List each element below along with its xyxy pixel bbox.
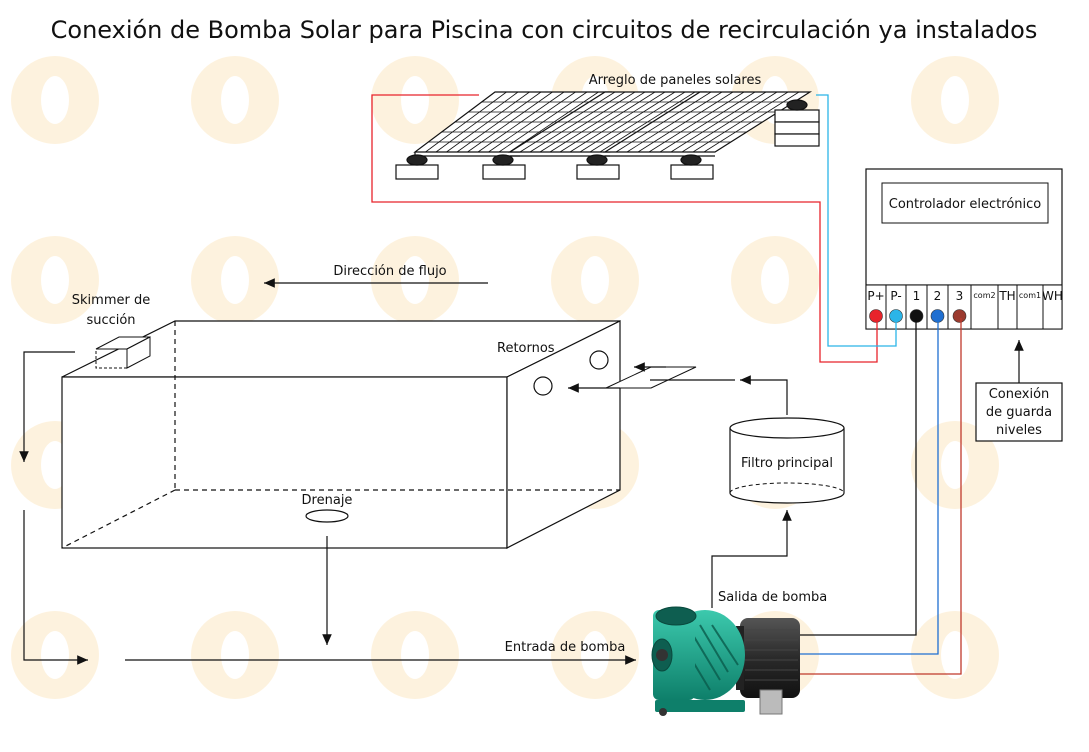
watermark-logo — [191, 56, 279, 144]
filter-label: Filtro principal — [741, 456, 833, 471]
terminal-wh: WH — [1042, 284, 1063, 330]
terminal-label: 1 — [913, 289, 921, 303]
controller-label: Controlador electrónico — [889, 197, 1042, 212]
terminal-connector-dot — [952, 309, 967, 323]
watermark-logo — [731, 236, 819, 324]
solar-panel-3 — [602, 91, 813, 157]
return-port-1 — [533, 376, 553, 396]
return-port-2 — [589, 350, 609, 370]
solar-panel-2 — [507, 91, 708, 157]
skimmer: Skimmer de succión — [72, 293, 151, 369]
watermark-logo — [11, 56, 99, 144]
pool-pump — [651, 606, 800, 716]
main-filter: Filtro principal — [729, 417, 845, 504]
watermark-logo — [551, 611, 639, 699]
watermark-logo — [11, 611, 99, 699]
terminal-label: P- — [890, 289, 901, 303]
terminal-1: 1 — [905, 284, 928, 330]
terminal-3: 3 — [947, 284, 972, 330]
wiring — [371, 94, 962, 675]
watermark-logo — [371, 611, 459, 699]
pump-inlet-label: Entrada de bomba — [505, 640, 626, 655]
panels-label: Arreglo de paneles solares — [589, 73, 762, 88]
terminal-label: 3 — [956, 289, 964, 303]
pool-box: Retornos Drenaje — [61, 320, 621, 549]
skimmer-label-1: Skimmer de — [72, 293, 150, 308]
level-guard-label-2: de guarda — [986, 405, 1052, 420]
skimmer-label-2: succión — [86, 313, 135, 328]
flow-direction-label: Dirección de flujo — [333, 264, 446, 279]
terminal-label: WH — [1042, 289, 1063, 303]
terminal-com2: com2 — [970, 284, 999, 330]
terminal-label: P+ — [867, 289, 884, 303]
returns-label: Retornos — [497, 341, 555, 356]
watermark-logo — [911, 611, 999, 699]
flow-direction: Dirección de flujo — [264, 264, 488, 288]
watermark-logo — [371, 236, 459, 324]
watermark-logo — [551, 236, 639, 324]
terminal-label: 2 — [934, 289, 942, 303]
watermark-logo — [11, 236, 99, 324]
terminal-th: TH — [997, 284, 1018, 330]
terminal-label: TH — [998, 289, 1015, 303]
solar-panel-array: Arreglo de paneles solares — [395, 73, 820, 180]
level-guard-label-1: Conexión — [989, 387, 1050, 402]
watermark-logo — [191, 236, 279, 324]
drain-label: Drenaje — [302, 493, 353, 508]
pump-outlet-label: Salida de bomba — [718, 590, 827, 605]
level-guard-connection: Conexión de guarda niveles — [975, 340, 1063, 442]
terminal-com1: com1 — [1016, 284, 1044, 330]
watermark-logo — [911, 56, 999, 144]
terminal-label: com1 — [1019, 291, 1041, 300]
panel-supports — [395, 99, 820, 180]
level-guard-label-3: niveles — [996, 423, 1042, 438]
watermark-logo — [911, 421, 999, 509]
diagram-title: Conexión de Bomba Solar para Piscina con… — [51, 16, 1038, 44]
terminal-p: P+ — [865, 284, 887, 330]
plumbing-lines — [19, 351, 792, 665]
terminal-connector-dot — [869, 309, 883, 323]
watermark-logo — [191, 611, 279, 699]
drain — [305, 509, 349, 523]
watermark-logo — [371, 56, 459, 144]
terminal-label: com2 — [973, 291, 995, 300]
